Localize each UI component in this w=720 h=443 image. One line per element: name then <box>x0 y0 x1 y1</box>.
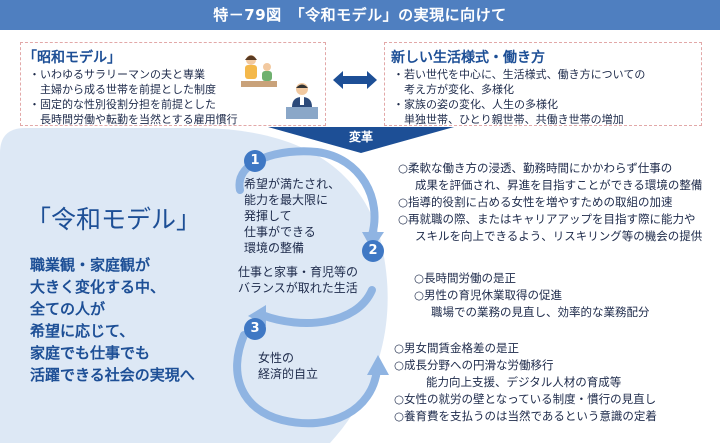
measure-item: ○男性の育児休業取得の促進 <box>414 288 563 302</box>
showa-model-list: ・いわゆるサラリーマンの夫と専業 主婦から成る世帯を前提とした制度 ・固定的な性… <box>29 67 238 127</box>
node-line: 仕事ができる <box>244 225 316 239</box>
list-item: 主婦から成る世帯を前提とした制度 <box>29 83 216 96</box>
step-3-text: 女性の 経済的自立 <box>258 350 318 382</box>
statement-line: 大きく変化する中、 <box>30 278 166 296</box>
measure-item: ○再就職の際、またはキャリアアップを目指す際に能力や <box>398 212 696 226</box>
step-number-3: 3 <box>244 318 266 340</box>
measure-item: ○女性の就労の壁となっている制度・慣行の見直し <box>394 392 657 406</box>
showa-model-title: 「昭和モデル」 <box>23 50 121 66</box>
node-line: 仕事と家事・育児等の <box>238 265 359 279</box>
office-worker-illustration <box>286 83 318 119</box>
list-item: 長時間労働や転勤を当然とする雇用慣行 <box>29 113 238 126</box>
measure-item: 成果を評価され、昇進を目指すことができる環境の整備 <box>415 178 703 192</box>
measure-item: 能力向上支援、デジタル人材の育成等 <box>426 375 622 389</box>
step-2-text: 仕事と家事・育児等の バランスが取れた生活 <box>238 264 358 296</box>
family-illustration <box>241 55 277 87</box>
measures-group-2: ○長時間労働の是正 ○男性の育児休業取得の促進 職場での業務の見直し、効率的な業… <box>414 270 650 321</box>
statement-line: 全ての人が <box>30 300 106 318</box>
node-line: 経済的自立 <box>258 367 319 381</box>
node-line: バランスが取れた生活 <box>238 281 358 295</box>
measure-item: 職場での業務の見直し、効率的な業務配分 <box>431 305 650 319</box>
measure-item: ○指導的役割に占める女性を増やすための取組の加速 <box>398 195 673 209</box>
showa-model-box: 「昭和モデル」 ・いわゆるサラリーマンの夫と専業 主婦から成る世帯を前提とした制… <box>20 42 326 126</box>
measure-item: ○養育費を支払うのは当然であるという意識の定着 <box>394 409 657 423</box>
measures-group-3: ○男女間賃金格差の是正 ○成長分野への円滑な労働移行 能力向上支援、デジタル人材… <box>394 340 657 425</box>
measures-group-1: ○柔軟な働き方の浸透、勤務時間にかかわらず仕事の 成果を評価され、昇進を目指すこ… <box>398 160 702 245</box>
list-item: ・若い世代を中心に、生活様式、働き方についての <box>393 68 646 81</box>
statement-line: 希望に応じて、 <box>30 322 135 340</box>
new-lifestyle-box: 新しい生活様式・働き方 ・若い世代を中心に、生活様式、働き方についての 考え方が… <box>384 42 702 126</box>
measure-item: ○柔軟な働き方の浸透、勤務時間にかかわらず仕事の <box>398 161 673 175</box>
list-item: 単独世帯、ひとり親世帯、共働き世帯の増加 <box>393 113 624 126</box>
change-label: 変革 <box>348 130 373 144</box>
new-lifestyle-list: ・若い世代を中心に、生活様式、働き方についての 考え方が変化、多様化 ・家族の姿… <box>393 67 645 127</box>
measure-item: ○成長分野への円滑な労働移行 <box>394 358 554 372</box>
node-line: 希望が満たされ、 <box>244 177 341 191</box>
node-line: 能力を最大限に <box>244 193 329 207</box>
double-arrow-icon <box>333 71 377 89</box>
reiwa-model-statement: 職業観・家庭観が 大きく変化する中、 全ての人が 希望に応じて、 家庭でも仕事で… <box>30 254 195 386</box>
node-line: 発揮して <box>244 209 292 223</box>
list-item: ・いわゆるサラリーマンの夫と専業 <box>29 68 205 81</box>
step-number-2: 2 <box>362 240 384 262</box>
statement-line: 家庭でも仕事でも <box>30 344 151 362</box>
statement-line: 活躍できる社会の実現へ <box>30 366 195 384</box>
step-number-1: 1 <box>244 150 266 172</box>
list-item: ・家族の姿の変化、人生の多様化 <box>393 98 558 111</box>
measure-item: スキルを向上できるよう、リスキリング等の機会の提供 <box>415 229 703 243</box>
new-lifestyle-title: 新しい生活様式・働き方 <box>391 50 545 66</box>
reiwa-model-title: 「令和モデル」 <box>26 205 202 234</box>
node-line: 環境の整備 <box>244 241 305 255</box>
measure-item: ○男女間賃金格差の是正 <box>394 341 520 355</box>
step-1-text: 希望が満たされ、 能力を最大限に 発揮して 仕事ができる 環境の整備 <box>244 176 340 256</box>
list-item: 考え方が変化、多様化 <box>393 83 514 96</box>
list-item: ・固定的な性別役割分担を前提とした <box>29 98 216 111</box>
measure-item: ○長時間労働の是正 <box>414 271 517 285</box>
statement-line: 職業観・家庭観が <box>30 256 151 274</box>
figure-title: 特－79図 「令和モデル」の実現に向けて <box>0 0 720 30</box>
node-line: 女性の <box>258 351 295 365</box>
down-arrow-icon <box>268 127 454 153</box>
background-panel <box>0 128 388 443</box>
